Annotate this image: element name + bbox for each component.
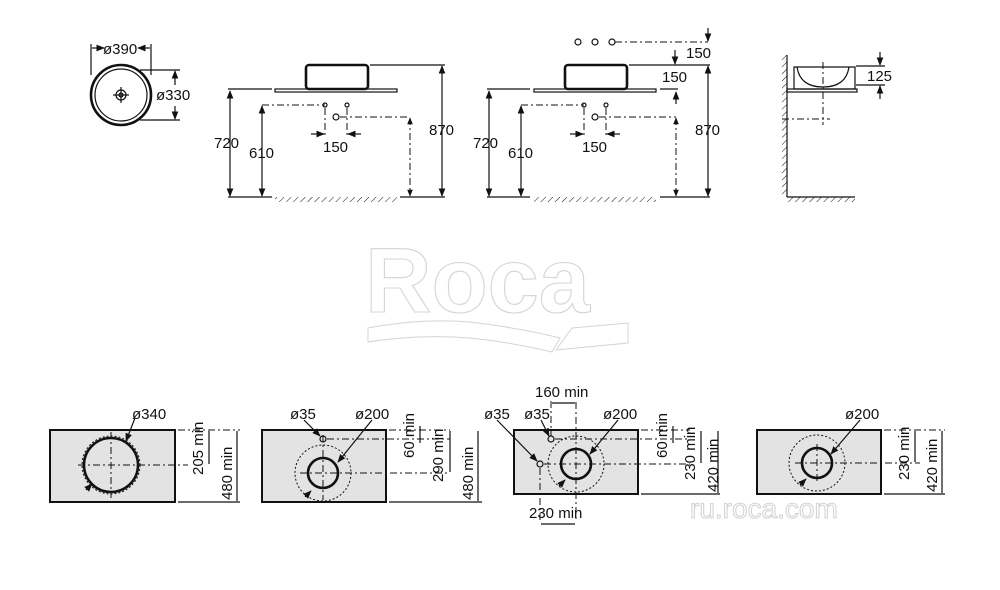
side-bowl-height: 125 [867, 68, 892, 85]
cutout3-tap-hole-2: ø35 [524, 406, 550, 423]
front2-tap-spacing: 150 [582, 139, 607, 156]
front2-counter-height: 720 [473, 135, 498, 152]
front2-bowl-gap: 150 [662, 69, 687, 86]
front-view-1: 720 610 150 870 [214, 63, 454, 202]
cutout-3: 160 min ø35 ø35 ø200 230 min 60 min 230 … [484, 384, 722, 525]
cutout1-dim-a: 205 min [190, 422, 207, 475]
cutout3-waste-hole: ø200 [603, 406, 637, 423]
cutout3-dim-a: 60 min [654, 413, 671, 458]
cutout3-bottom-spacing: 230 min [529, 505, 582, 522]
cutout4-waste-hole: ø200 [845, 406, 879, 423]
watermark-url: ru.roca.com [690, 493, 838, 524]
cutout-2: ø35 ø200 60 min 290 min 480 min [261, 406, 482, 503]
cutout4-dim-b: 420 min [924, 439, 941, 492]
cutout3-top-spacing: 160 min [535, 384, 588, 401]
cutout-4: ø200 230 min 420 min [756, 406, 945, 495]
cutout2-dim-a: 60 min [401, 413, 418, 458]
front-view-2: 150 150 720 610 150 870 [473, 28, 720, 202]
cutout2-waste-hole: ø200 [355, 406, 389, 423]
watermark-wave-tail [554, 322, 629, 351]
cutout4-dim-a: 230 min [896, 427, 913, 480]
front2-tap-height: 610 [508, 145, 533, 162]
watermark-wave [367, 320, 561, 353]
front2-top-height: 870 [695, 122, 720, 139]
cutout3-tap-hole-1: ø35 [484, 406, 510, 423]
plan-outer-diameter: ø390 [103, 41, 137, 58]
cutout3-dim-c: 420 min [705, 439, 722, 492]
roca-watermark: Roca [364, 229, 629, 353]
front2-wall-tap-offset: 150 [686, 45, 711, 62]
front1-counter-height: 720 [214, 135, 239, 152]
cutout2-tap-hole: ø35 [290, 406, 316, 423]
front1-tap-height: 610 [249, 145, 274, 162]
plan-inner-diameter: ø330 [156, 87, 190, 104]
cutout2-dim-b: 290 min [430, 429, 447, 482]
plan-view: ø390 ø330 [89, 41, 190, 127]
watermark-brand: Roca [365, 230, 591, 332]
side-view: 125 [782, 52, 892, 202]
cutout1-diameter: ø340 [132, 406, 166, 423]
cutout1-dim-b: 480 min [219, 447, 236, 500]
cutout-1: ø340 205 min 480 min [49, 406, 240, 503]
cutout3-dim-b: 230 min [682, 427, 699, 480]
front1-tap-spacing: 150 [323, 139, 348, 156]
cutout2-dim-c: 480 min [460, 447, 477, 500]
front1-top-height: 870 [429, 122, 454, 139]
